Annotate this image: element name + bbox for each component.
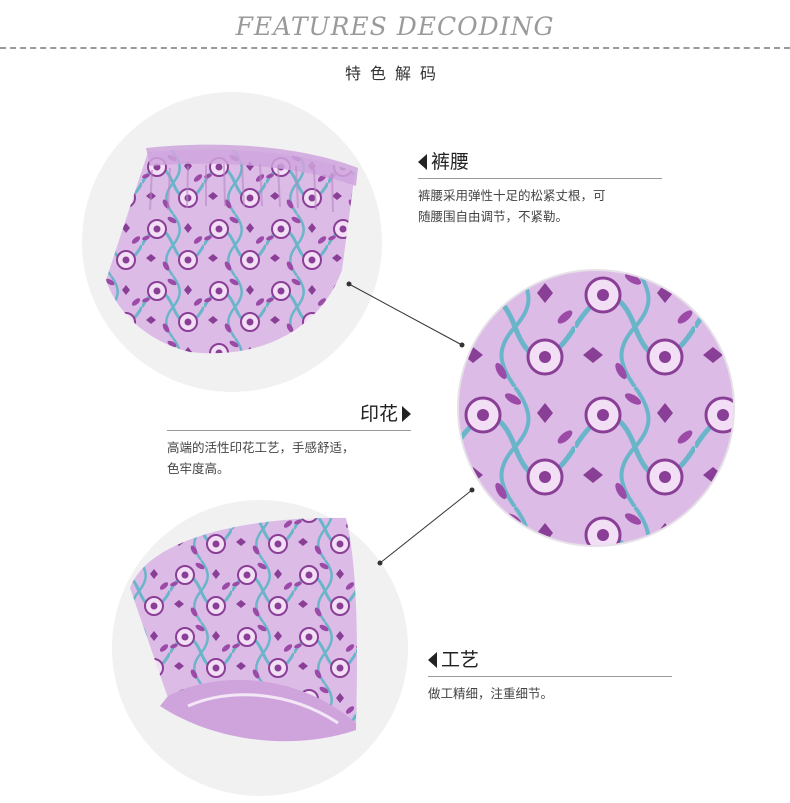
feature-waistband-title: 裤腰 <box>418 150 662 174</box>
feature-waistband-desc-line2: 随腰围自由调节，不紧勒。 <box>418 209 569 224</box>
header-title: FEATURES DECODING <box>235 12 555 41</box>
feature-craft-title-text: 工艺 <box>441 649 480 671</box>
header-subtitle: 特色解码 <box>344 64 445 83</box>
waistband-photo <box>82 92 382 392</box>
feature-print-title: 印花 <box>167 402 411 426</box>
arrow-left-icon <box>418 154 427 170</box>
feature-craft-desc: 做工精细，注重细节。 <box>428 683 672 704</box>
header-divider <box>0 47 790 49</box>
feature-waistband-desc-line1: 裤腰采用弹性十足的松紧丈根，可 <box>418 188 606 203</box>
feature-craft-title: 工艺 <box>428 648 672 672</box>
hem-photo <box>112 500 408 796</box>
feature-craft-rule <box>428 676 672 677</box>
feature-waistband-rule <box>418 178 662 179</box>
feature-print-rule <box>167 430 411 431</box>
arrow-right-icon <box>402 406 411 422</box>
feature-print-desc-line2: 色牢度高。 <box>167 461 230 476</box>
feature-craft: 工艺 做工精细，注重细节。 <box>428 648 672 704</box>
feature-print-title-text: 印花 <box>359 403 398 425</box>
print-photo <box>457 269 735 547</box>
feature-print-desc: 高端的活性印花工艺，手感舒适， 色牢度高。 <box>167 437 411 479</box>
feature-craft-desc-line1: 做工精细，注重细节。 <box>428 686 554 701</box>
arrow-left-icon <box>428 652 437 668</box>
feature-waistband-desc: 裤腰采用弹性十足的松紧丈根，可 随腰围自由调节，不紧勒。 <box>418 185 662 227</box>
feature-print-desc-line1: 高端的活性印花工艺，手感舒适， <box>167 440 355 455</box>
feature-print: 印花 高端的活性印花工艺，手感舒适， 色牢度高。 <box>167 402 411 479</box>
feature-waistband-title-text: 裤腰 <box>431 151 470 173</box>
feature-waistband: 裤腰 裤腰采用弹性十足的松紧丈根，可 随腰围自由调节，不紧勒。 <box>418 150 662 227</box>
